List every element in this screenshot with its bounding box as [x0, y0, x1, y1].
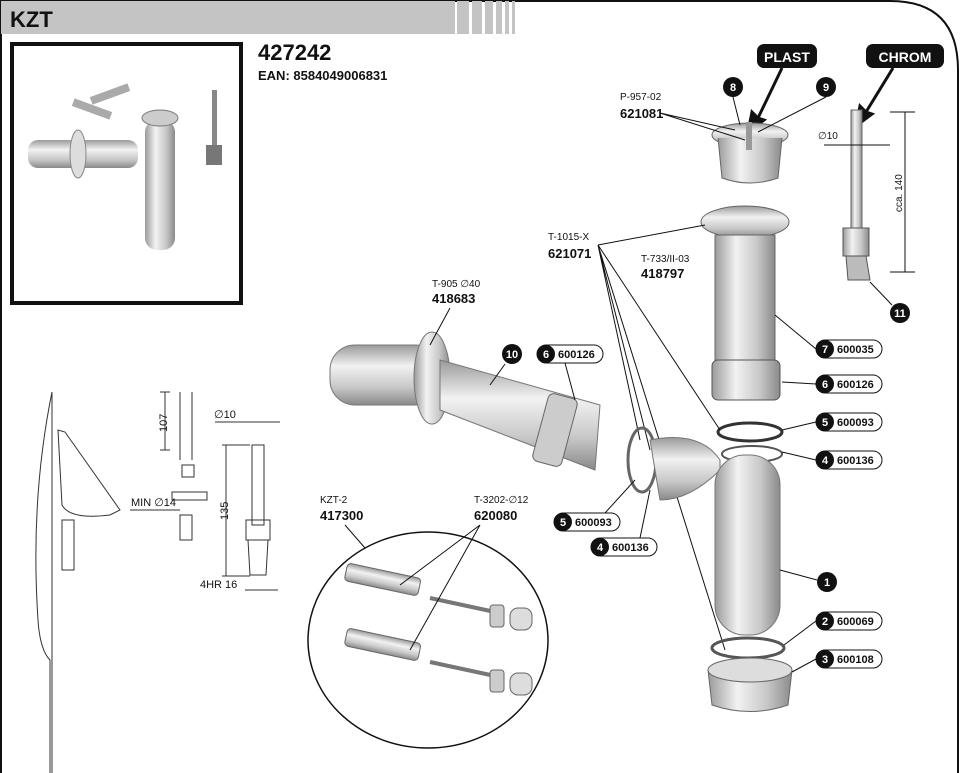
callout-1: 1 — [779, 569, 837, 592]
rod-length: cca. 140 — [894, 174, 905, 212]
header-title: KZT — [10, 7, 53, 32]
svg-text:4: 4 — [597, 542, 604, 554]
svg-text:600136: 600136 — [612, 542, 649, 554]
product-thumbnail — [10, 42, 243, 305]
callout-8: 8 — [723, 77, 743, 97]
product-code: 427242 — [258, 40, 331, 65]
callout-9: 9 — [816, 77, 836, 97]
svg-text:1: 1 — [824, 577, 830, 589]
part-ref-t905: T-905 ∅40 — [432, 279, 481, 290]
part-ref-t733: T-733/II-03 — [641, 254, 690, 265]
callout-4-600136-right: 4 600136 — [781, 450, 883, 470]
wall-tube-part — [329, 331, 601, 471]
callout-4-600136-left: 4 600136 — [590, 489, 658, 557]
part-code-417300: 417300 — [320, 508, 363, 523]
installation-drawing — [35, 391, 280, 773]
svg-text:2: 2 — [822, 616, 828, 628]
callout-7-600035: 7 600035 — [774, 314, 883, 359]
callout-5-600093-right: 5 600093 — [781, 412, 883, 432]
rod-diameter: ∅10 — [818, 131, 838, 142]
dim-d10: ∅10 — [214, 409, 236, 421]
chrom-rod-part — [824, 109, 915, 281]
dim-thread: 4HR 16 — [200, 579, 237, 591]
callout-6-600126-left: 6 600126 — [536, 344, 604, 401]
svg-text:3: 3 — [822, 654, 828, 666]
part-code-621071: 621071 — [548, 246, 591, 261]
part-code-418683: 418683 — [432, 291, 475, 306]
callout-10: 10 — [489, 344, 522, 386]
callout-11: 11 — [869, 281, 910, 323]
part-ref-t3202: T-3202-∅12 — [474, 495, 529, 506]
svg-text:5: 5 — [822, 417, 828, 429]
strainer-part — [711, 122, 789, 184]
svg-text:600108: 600108 — [837, 654, 874, 666]
svg-text:8: 8 — [730, 82, 736, 94]
part-ref-p957: P-957-02 — [620, 92, 662, 103]
part-code-620080: 620080 — [474, 508, 517, 523]
svg-text:PLAST: PLAST — [764, 49, 810, 65]
svg-text:CHROM: CHROM — [879, 49, 932, 65]
svg-text:4: 4 — [822, 455, 829, 467]
dim-107: 107 — [158, 414, 170, 432]
part-code-418797: 418797 — [641, 266, 684, 281]
svg-text:600126: 600126 — [558, 349, 595, 361]
svg-text:600093: 600093 — [575, 517, 612, 529]
svg-text:6: 6 — [822, 379, 828, 391]
dim-min14: MIN ∅14 — [131, 497, 176, 509]
part-code-621081: 621081 — [620, 106, 663, 121]
svg-text:600126: 600126 — [837, 379, 874, 391]
svg-text:9: 9 — [823, 82, 829, 94]
svg-text:11: 11 — [894, 308, 906, 320]
callout-3-600108: 3 600108 — [791, 649, 883, 673]
svg-text:600069: 600069 — [837, 616, 874, 628]
svg-text:7: 7 — [822, 344, 828, 356]
upper-tube-part — [700, 205, 790, 463]
dim-135: 135 — [219, 502, 231, 520]
svg-text:600035: 600035 — [837, 344, 874, 356]
svg-text:10: 10 — [506, 349, 518, 361]
svg-text:6: 6 — [543, 349, 549, 361]
svg-text:5: 5 — [560, 517, 566, 529]
trap-body-part — [626, 426, 793, 712]
screw-kit-detail — [307, 531, 549, 749]
svg-text:600136: 600136 — [837, 455, 874, 467]
header-band — [1, 1, 515, 34]
chrom-tag: CHROM — [853, 44, 944, 130]
part-ref-t1015: T-1015-X — [548, 232, 589, 243]
callout-6-600126-right: 6 600126 — [781, 374, 883, 394]
callout-5-600093-left: 5 600093 — [553, 479, 636, 532]
part-ref-kzt2: KZT-2 — [320, 495, 348, 506]
svg-text:600093: 600093 — [837, 417, 874, 429]
plast-tag: PLAST — [745, 44, 817, 136]
product-ean: EAN: 8584049006831 — [258, 68, 387, 83]
callout-2-600069: 2 600069 — [783, 611, 883, 646]
